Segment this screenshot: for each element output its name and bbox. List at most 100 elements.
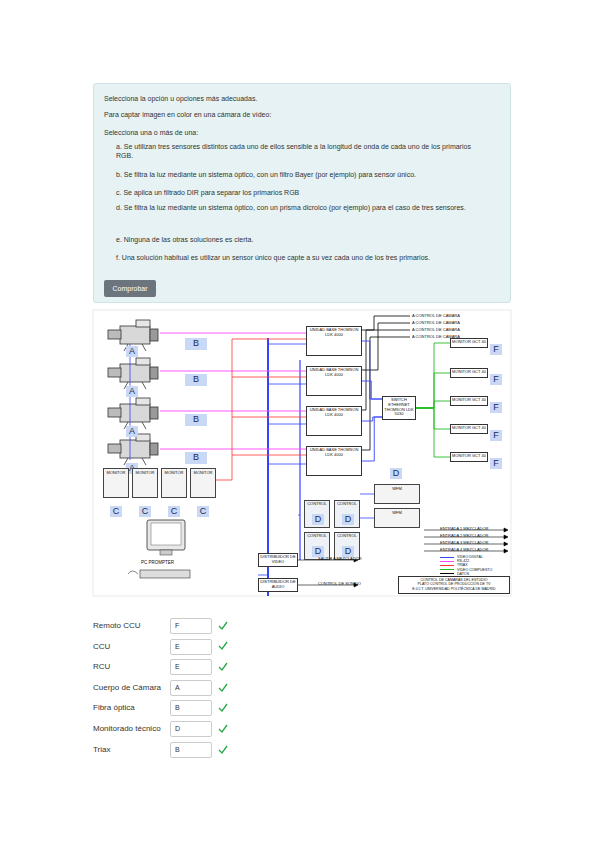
line-stroke <box>360 518 374 519</box>
legend-swatch <box>440 561 454 562</box>
part-tag: D <box>390 468 402 479</box>
device-label: PC PROMPTER <box>141 560 174 566</box>
node-text: CONTROL <box>306 534 328 539</box>
part-tag: B <box>185 374 207 386</box>
path-stroke <box>128 571 138 574</box>
signal-label: CONTROL DE SONIDO <box>318 581 361 586</box>
monitor-box: MONITOR GCT 40 <box>450 396 488 406</box>
line-stroke <box>374 316 375 330</box>
node-text: PLATÓ CONTROL DE PRODUCCIÓN DE TV <box>401 582 507 586</box>
node-text: D <box>175 725 207 733</box>
path-stroke <box>219 746 227 753</box>
line-stroke <box>268 344 306 345</box>
distribution-box: DISTRIBUIDOR DE AUDIO <box>258 578 298 592</box>
row-label: Remoto CCU <box>93 621 141 630</box>
node-text: WFM <box>376 511 418 516</box>
connector <box>362 381 382 399</box>
node-text: MONITOR <box>192 471 214 476</box>
line-stroke <box>370 337 410 338</box>
question-text: a. Se utilizan tres sensores distintos c… <box>116 142 478 160</box>
node-text: B <box>175 746 207 754</box>
part-tag: F <box>490 430 502 441</box>
signal-label: A CONTROL DE CÁMARA <box>412 334 460 339</box>
part-tag: D <box>342 546 354 557</box>
node-text: B <box>175 704 207 712</box>
g-stroke <box>130 338 374 596</box>
node-text: F <box>175 622 207 630</box>
line-stroke <box>362 450 370 451</box>
answer-select: E <box>170 639 212 655</box>
row-label: Cuerpo de Cámara <box>93 683 161 692</box>
legend-text: DATOS <box>457 572 469 576</box>
legend-text: VÍDEO COMPUESTO <box>457 568 492 572</box>
path-stroke <box>219 642 227 649</box>
legend-swatch <box>440 565 454 566</box>
node-text: B <box>187 414 205 425</box>
part-tag: A <box>126 386 138 397</box>
node-text: B <box>187 374 205 385</box>
part-tag: A <box>126 426 138 437</box>
legend-text: TRIAX <box>457 563 468 567</box>
line-stroke <box>232 455 306 456</box>
monitor-box: MONITOR <box>161 468 187 498</box>
part-tag: C <box>139 506 151 517</box>
path-stroke <box>219 684 227 691</box>
use-stroke <box>108 434 158 465</box>
node-text: MONITOR GCT 40 <box>452 398 486 403</box>
ccu-box: UNIDAD BASE THOMSON LDK 4000 <box>306 406 362 436</box>
question-text: Para captar imagen en color en una cámar… <box>104 110 494 119</box>
part-tag: F <box>490 344 502 355</box>
check-button: Comprobar <box>104 280 156 297</box>
node-text: E <box>175 663 207 671</box>
title-block: CONTROL DE CÁMARAS DEL ESTUDIOPLATÓ CONT… <box>398 576 510 594</box>
monitor-box: MONITOR <box>132 468 158 498</box>
line-stroke <box>374 316 410 317</box>
answer-select: B <box>170 700 212 716</box>
node-text: UNIDAD BASE THOMSON LDK 4000 <box>308 408 360 418</box>
node-text: C <box>199 506 207 517</box>
question-text: c. Se aplica un filtrado DIR para separa… <box>116 188 478 197</box>
monitor-box: MONITOR <box>103 468 129 498</box>
connector <box>416 401 450 408</box>
rect-stroke <box>151 523 181 545</box>
node-text: E <box>175 643 207 651</box>
node-text: SWITCH ETHERNET THOMSON LDK 5030 <box>384 398 414 417</box>
part-tag: A <box>126 346 138 357</box>
node-text: MONITOR <box>134 471 156 476</box>
use-stroke <box>108 358 158 389</box>
node-text: B <box>187 338 205 349</box>
node-text: D <box>314 514 322 525</box>
node-text: CONTROL <box>306 502 328 507</box>
connector <box>362 341 382 399</box>
node-text: UNIDAD BASE THOMSON LDK 4000 <box>308 368 360 378</box>
line-stroke <box>299 360 300 560</box>
row-label: CCU <box>93 642 110 651</box>
control-panel: CONTROL D <box>304 532 330 560</box>
part-tag: D <box>312 546 324 557</box>
line-stroke <box>130 344 131 460</box>
line-stroke <box>160 449 306 450</box>
connector <box>416 343 450 408</box>
line-stroke <box>298 515 300 516</box>
legend-swatch <box>440 557 454 558</box>
part-tag: B <box>185 338 207 350</box>
waveform-monitor: WFM <box>374 508 420 528</box>
line-stroke <box>160 411 306 412</box>
rect-stroke <box>93 310 511 596</box>
g-stroke <box>219 622 227 753</box>
rect-stroke <box>160 550 172 555</box>
ccu-box: UNIDAD BASE THOMSON LDK 4000 <box>306 326 362 356</box>
node-text: C <box>170 506 178 517</box>
monitor-box: MONITOR <box>190 468 216 498</box>
connector <box>362 417 382 461</box>
rect-stroke <box>147 520 185 550</box>
node-text: Comprobar <box>112 284 147 293</box>
answer-select: B <box>170 742 212 758</box>
part-tag: F <box>490 458 502 469</box>
question-text: b. Se filtra la luz mediante un sistema … <box>116 170 478 179</box>
connector <box>416 408 450 457</box>
row-label: Fibra óptica <box>93 703 135 712</box>
row-label: RCU <box>93 662 110 671</box>
legend-swatch <box>440 573 454 574</box>
part-tag: F <box>490 402 502 413</box>
